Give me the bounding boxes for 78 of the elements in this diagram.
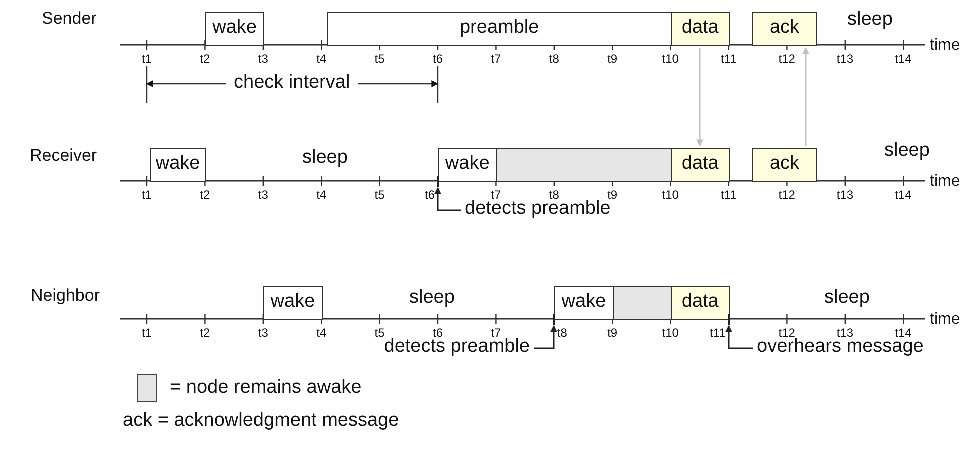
tick-label: t10	[662, 327, 679, 340]
tick-label: t10	[662, 189, 679, 202]
arrow	[696, 48, 704, 147]
wake-period-box: wake	[438, 148, 498, 182]
arrow	[726, 325, 753, 350]
tick-label: t2	[200, 189, 210, 202]
tick-label: t11	[721, 53, 737, 66]
tick-label: t1	[142, 53, 152, 66]
tick-label: t10	[662, 53, 679, 66]
tick-label: t13	[836, 53, 854, 66]
row-label: Neighbor	[31, 287, 100, 306]
axis-label: time	[930, 37, 960, 55]
data-packet-box: data	[670, 12, 730, 46]
tick-label: t8	[549, 53, 560, 66]
tick-mark	[553, 314, 556, 324]
tick-label: t14	[895, 189, 912, 202]
tick-label: t3	[258, 189, 268, 202]
wake-period-box: wake	[554, 286, 614, 320]
tick-label: t7	[491, 327, 502, 340]
state-label: sleep	[410, 288, 455, 309]
awake-period-box	[612, 286, 672, 320]
tick-label: t9	[608, 327, 618, 340]
data-packet-box: data	[670, 286, 730, 320]
axis-label: time	[930, 311, 960, 329]
ack-packet-box: ack	[752, 12, 818, 46]
tick-label: t3	[258, 327, 268, 340]
tick-label: t13	[836, 189, 854, 202]
legend-text: ack = acknowledgment message	[123, 411, 400, 432]
data-packet-box: data	[670, 148, 730, 182]
tick-label: t12	[778, 189, 796, 202]
row-label: Receiver	[30, 147, 98, 166]
awake-period-box	[496, 148, 672, 182]
tick-label: t12	[778, 53, 796, 66]
tick-label: t6	[425, 189, 436, 202]
tick-label: t2	[200, 327, 210, 340]
row-label: Sender	[42, 10, 97, 29]
state-label: sleep	[884, 141, 930, 162]
tick-label: t1	[142, 327, 152, 340]
tick-label: t4	[316, 53, 327, 66]
tick-label: t11	[710, 327, 726, 340]
wake-period-box: wake	[205, 12, 264, 46]
tick-label: t2	[200, 53, 210, 66]
tick-label: t4	[316, 327, 327, 340]
tick-label: t8	[557, 327, 568, 340]
tick-label: t5	[374, 189, 385, 202]
dimension-label: check interval	[234, 73, 350, 94]
tick-label: t6	[433, 53, 444, 66]
arrow	[534, 325, 558, 350]
state-label: sleep	[848, 10, 893, 31]
tick-label: t3	[258, 53, 268, 66]
tick-label: t4	[316, 189, 327, 202]
ack-packet-box: ack	[752, 148, 818, 182]
annotation-text: detects preamble	[384, 337, 530, 358]
tick-label: t9	[608, 189, 618, 202]
arrow	[802, 47, 810, 146]
tick-label: t9	[608, 53, 618, 66]
axis-label: time	[930, 173, 960, 191]
state-label: sleep	[824, 288, 870, 309]
preamble-box: preamble	[327, 12, 672, 46]
tick-mark	[728, 314, 730, 324]
tick-label: t5	[374, 327, 385, 340]
tick-label: t11	[721, 189, 737, 202]
tick-label: t5	[374, 53, 385, 66]
wake-period-box: wake	[150, 148, 206, 182]
legend-text: = node remains awake	[170, 378, 362, 399]
tick-label: t6	[433, 327, 444, 340]
tick-label: t7	[491, 53, 502, 66]
tick-label: t7	[491, 189, 502, 202]
annotation-text: detects preamble	[465, 199, 611, 220]
tick-label: t1	[142, 189, 152, 202]
wake-period-box: wake	[263, 286, 323, 320]
arrow	[434, 187, 461, 212]
tick-label: t8	[549, 189, 560, 202]
tick-label: t12	[778, 327, 796, 340]
tick-mark	[437, 176, 439, 186]
tick-label: t14	[895, 53, 912, 66]
state-label: sleep	[302, 148, 348, 169]
tick-label: t13	[836, 327, 854, 340]
